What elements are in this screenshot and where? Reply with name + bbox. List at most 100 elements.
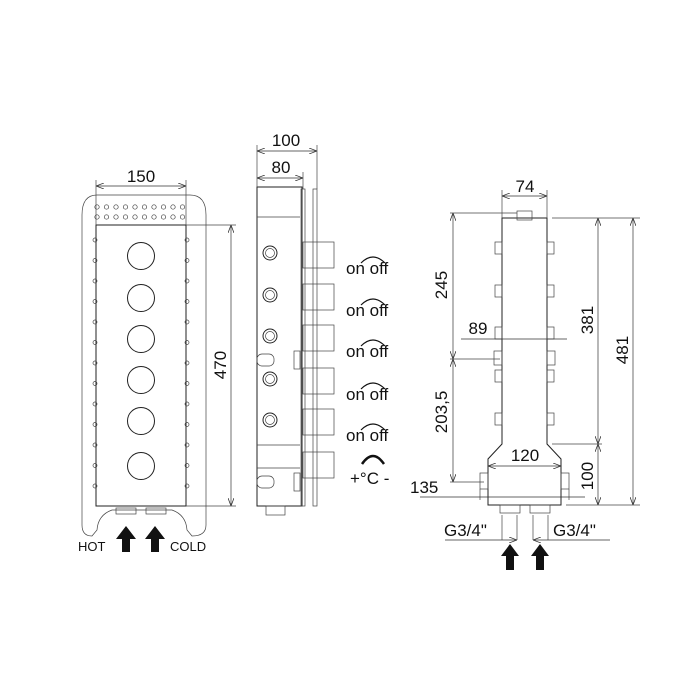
valve-knob [262,412,278,428]
valve-knob-inner [265,248,275,258]
thermostat-label: +°C - [350,469,389,488]
hot-inlet-stub [115,507,137,515]
cold-inlet-arrow-icon [145,526,165,552]
mounting-hole [184,483,190,489]
thermostat-arc-icon [360,454,386,465]
bracket [293,350,301,370]
control-knob [127,407,155,435]
lug [546,412,555,426]
tile-plate-section [312,188,318,507]
base-bracket-left [479,472,489,490]
control-knob [127,284,155,312]
bracket-width-label: 89 [469,319,488,338]
mounting-hole [184,319,190,325]
side-controls [262,241,335,436]
mounting-holes [92,204,190,489]
upper-height-label: 245 [432,271,451,299]
valve-knob-inner [265,290,275,300]
lug [546,369,555,383]
valve-knob [262,287,278,303]
base-height-label: 100 [578,462,597,490]
top-lug [516,210,533,221]
mounting-hole [113,204,119,210]
mounting-plate-outline [81,194,207,537]
valve-knob-inner [265,331,275,341]
inlet-left-arrow-icon [501,544,519,570]
mounting-hole [132,214,138,220]
on-off-label: on off [346,301,389,320]
width-dimension-label: 150 [127,167,155,186]
thermostat-cartridge [302,451,335,479]
mounting-hole [92,483,98,489]
mounting-hole [184,401,190,407]
inlet-left [499,504,521,514]
mounting-hole [184,299,190,304]
inlet-right-label: G3/4" [553,521,596,540]
lug [546,284,555,298]
depth-total-label: 100 [272,131,300,150]
mounting-hole [92,340,98,345]
body-width-label: 74 [516,177,535,196]
mounting-hole [160,204,167,210]
lug [546,241,555,255]
total-height-label: 481 [613,336,632,364]
valve-cartridge [302,283,335,311]
mounting-hole [122,214,129,220]
control-knob [127,242,155,270]
lug [546,326,555,340]
mounting-hole [141,204,148,210]
valve-knob [262,371,278,387]
mounting-hole [170,214,176,220]
bracket-left [493,350,503,366]
mounting-hole [103,204,110,210]
mounting-hole [92,381,98,386]
mount-lug [256,353,275,367]
lug [494,326,503,340]
mounting-hole [92,442,98,448]
mounting-hole [184,278,190,284]
back-view: 74 245 203,5 89 381 481 100 120 135 [410,177,640,570]
bracket [293,472,301,492]
on-off-label: on off [346,342,389,361]
depth-body-label: 80 [272,158,291,177]
mounting-hole [113,214,119,220]
on-off-label: on off [346,385,389,404]
rotation-arc-icon [360,339,386,347]
mounting-hole [179,204,186,210]
height-dimension-label: 470 [211,351,230,379]
mounting-hole [184,340,190,345]
mounting-hole [122,204,129,210]
control-knob [127,366,155,394]
on-off-label: on off [346,426,389,445]
rotation-arc-icon [360,256,386,264]
valve-knob [262,245,278,261]
lower-height-label: 203,5 [432,391,451,434]
control-knobs [127,242,155,480]
lug [494,241,503,255]
valve-cartridge [302,241,335,269]
valve-knob-inner [265,374,275,384]
mounting-hole [92,319,98,325]
side-lugs [494,241,555,426]
hot-label: HOT [78,539,106,554]
base-bracket-right [560,472,570,490]
mounting-hole [160,214,167,220]
lug [494,284,503,298]
mounting-hole [132,204,138,210]
mounting-hole [151,214,157,220]
mounting-hole [184,381,190,386]
valve-knob-inner [265,415,275,425]
base-bracket-label: 135 [410,478,438,497]
valve-knob [262,328,278,344]
mounting-hole [92,258,98,263]
cold-inlet-stub [145,507,167,515]
valve-cartridge [302,408,335,436]
lug [494,369,503,383]
valve-body [256,186,303,507]
mounting-hole [170,204,176,210]
mount-lug [256,475,275,489]
inlet-right-arrow-icon [531,544,549,570]
mounting-hole [92,278,98,284]
